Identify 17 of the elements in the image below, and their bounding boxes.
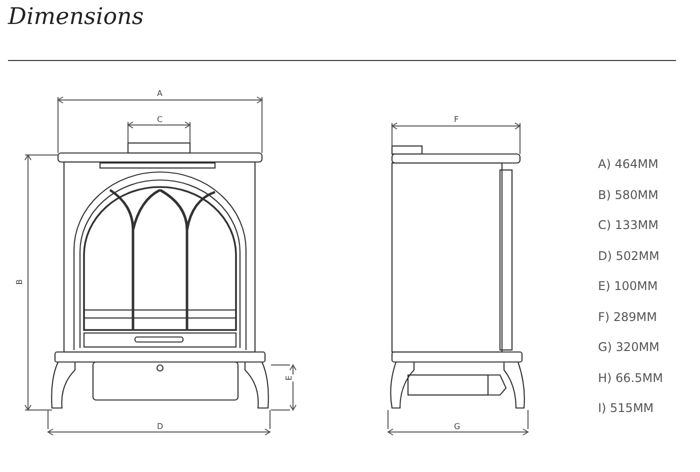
dimension-letter: F bbox=[453, 116, 460, 124]
dimension-value: C) 133MM bbox=[598, 219, 658, 231]
dimension-value: E) 100MM bbox=[598, 280, 658, 292]
dimension-value: F) 289MM bbox=[598, 310, 658, 322]
dimension-value: A) 464MM bbox=[598, 158, 658, 170]
dimension-value: I) 515MM bbox=[598, 402, 654, 414]
dimension-letter: B bbox=[16, 278, 24, 286]
dimension-letter: C bbox=[156, 116, 164, 124]
dimension-letter: A bbox=[156, 90, 164, 98]
dimension-letter: G bbox=[453, 423, 462, 431]
dimension-letter: E bbox=[286, 374, 294, 382]
dimension-value: B) 580MM bbox=[598, 188, 658, 200]
dimension-value: D) 502MM bbox=[598, 250, 660, 262]
dimension-value: G) 320MM bbox=[598, 341, 660, 353]
dimension-value: H) 66.5MM bbox=[598, 372, 663, 384]
dimension-letter: D bbox=[156, 423, 164, 431]
page-title: Dimensions bbox=[8, 4, 144, 30]
